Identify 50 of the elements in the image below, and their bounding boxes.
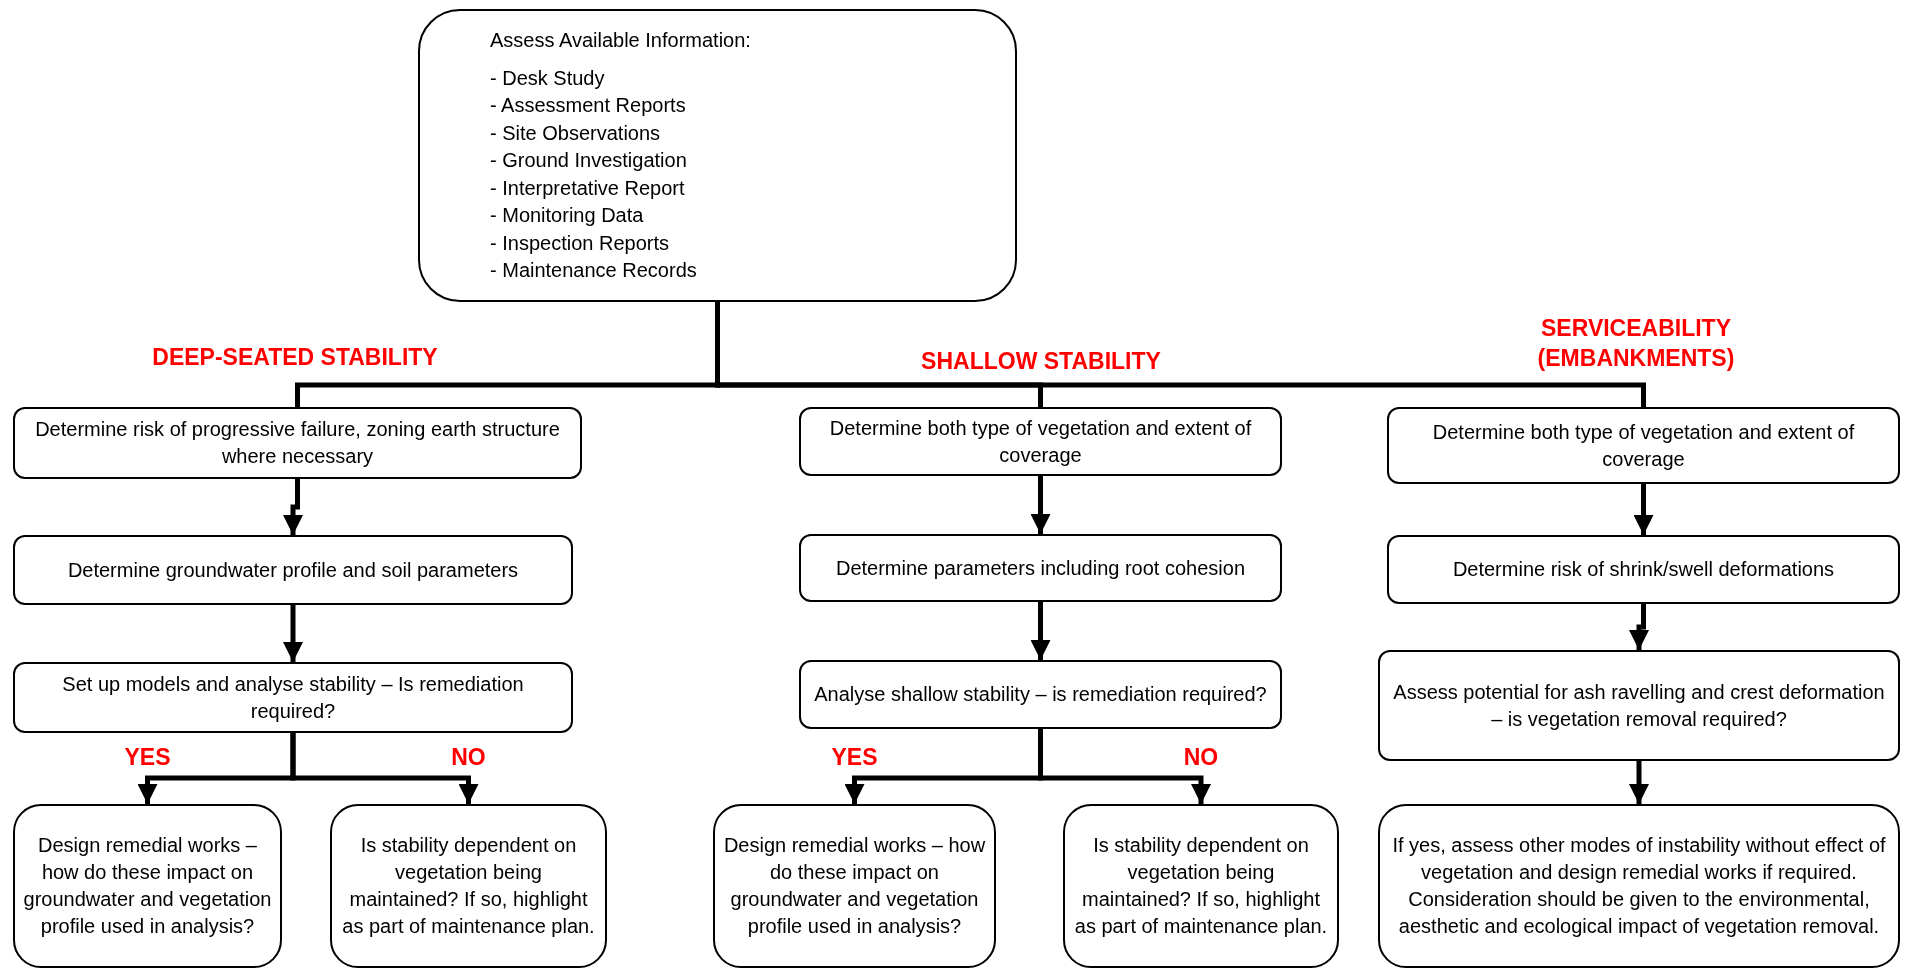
box-heading: Assess Available Information:: [490, 28, 751, 53]
list-item: - Maintenance Records: [490, 258, 697, 283]
box-text: If yes, assess other modes of instability without effect of vegetation and design remedial works if required. Consideration should be given to the environmental, aesthetic and ecological impact of vegetation removal.: [1391, 833, 1887, 939]
connector-arrow: [1030, 602, 1051, 660]
box-text: Is stability dependent on vegetation being maintained? If so, highlight as part of maintenance plan.: [341, 833, 596, 939]
information-box: [418, 9, 1017, 302]
box-text: Determine risk of shrink/swell deformations: [1452, 557, 1835, 582]
process-box: [713, 804, 996, 968]
box-text: Determine risk of progressive failure, zoning earth structure where necessary: [34, 417, 561, 469]
process-box: [1063, 804, 1339, 968]
box-text: Determine both type of vegetation and extent of coverage: [828, 415, 1253, 468]
process-box: [13, 804, 282, 968]
list-item: - Interpretative Report: [490, 175, 685, 201]
box-text: Determine both type of vegetation and extent of coverage: [1431, 419, 1856, 472]
connector-arrow: [283, 479, 303, 535]
connector-arrow: [1629, 761, 1649, 804]
process-box: [799, 407, 1282, 476]
connector-arrow: [1633, 484, 1654, 535]
box-text: Analyse shallow stability – is remediation required?: [814, 682, 1267, 707]
process-box: [1387, 535, 1900, 604]
connector-arrow: [283, 605, 303, 662]
process-box: [1387, 407, 1900, 484]
list-item: - Desk Study: [490, 65, 605, 91]
section-heading: SERVICEABILITY (EMBANKMENTS): [1536, 314, 1736, 373]
list-item: - Monitoring Data: [490, 203, 644, 228]
box-text: Determine groundwater profile and soil parameters: [67, 557, 519, 583]
connector-arrow: [1629, 604, 1649, 650]
process-box: [13, 535, 573, 605]
process-box: [13, 662, 573, 733]
connector-arrow: [1030, 476, 1051, 534]
box-text: Set up models and analyse stability – Is remediation required?: [61, 671, 525, 724]
process-box: [1378, 804, 1900, 968]
box-text: Determine parameters including root cohesion: [835, 555, 1246, 581]
process-box: [13, 407, 582, 479]
box-text: Design remedial works – how do these impact on groundwater and vegetation profile used in analysis?: [23, 833, 272, 939]
list-item: - Assessment Reports: [490, 93, 686, 118]
connector-arrow: [290, 733, 479, 804]
list-item: - Site Observations: [490, 120, 661, 146]
process-box: [799, 534, 1282, 602]
process-box: [799, 660, 1282, 729]
box-text: Is stability dependent on vegetation being maintained? If so, highlight as part of maintenance plan.: [1073, 833, 1329, 939]
process-box: [1378, 650, 1900, 761]
list-item: - Inspection Reports: [490, 230, 669, 256]
box-text: Assess potential for ash ravelling and crest deformation – is vegetation removal required?: [1392, 679, 1886, 732]
section-heading: SHALLOW STABILITY: [921, 347, 1161, 376]
box-text: Design remedial works – how do these impact on groundwater and vegetation profile used in analysis?: [723, 833, 986, 939]
process-box: [330, 804, 607, 968]
connector-arrow: [1038, 729, 1211, 804]
list-item: - Ground Investigation: [490, 148, 687, 173]
section-heading: DEEP-SEATED STABILITY: [152, 343, 438, 372]
